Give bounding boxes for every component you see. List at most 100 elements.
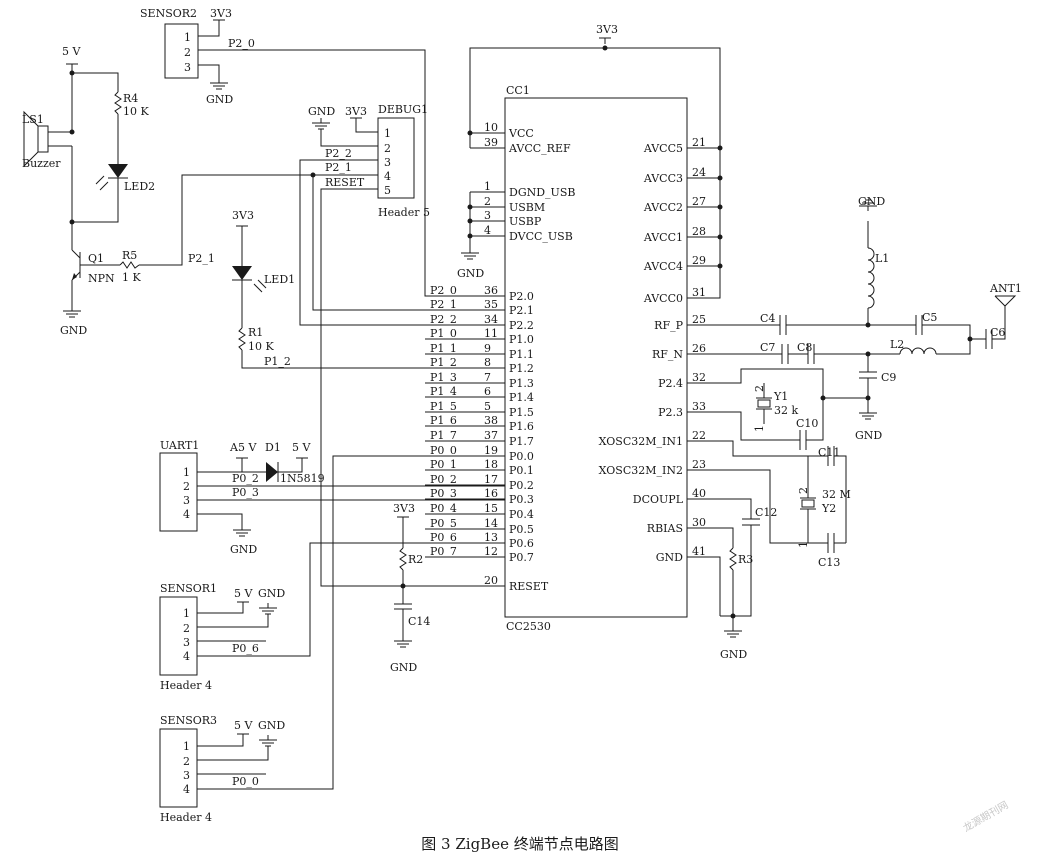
sensor3-ref: SENSOR3 bbox=[160, 714, 217, 727]
r1-val: 10 K bbox=[248, 340, 274, 353]
buzzer-circuit: 5 V R4 10 K LED2 LS1 Buzzer Q1 NPN GND bbox=[22, 45, 316, 337]
buzzer-net: P2_1 bbox=[188, 252, 215, 265]
y1-val: 32 k bbox=[774, 404, 798, 417]
chip-pin-name-4: DVCC_USB bbox=[509, 230, 573, 243]
chip-pin-num-14: 14 bbox=[484, 517, 498, 530]
chip-pin-name-23: XOSC32M_IN2 bbox=[599, 464, 683, 477]
chip-pin-num-35: 35 bbox=[484, 298, 498, 311]
chip-pin-num-3: 3 bbox=[484, 209, 491, 222]
chip-pin-num-18: 18 bbox=[484, 458, 498, 471]
chip-pin-name-2: USBM bbox=[509, 201, 545, 214]
c14-ref: C14 bbox=[408, 615, 430, 628]
sensor2-v33: 3V3 bbox=[210, 7, 232, 20]
debug-pin-4: 4 bbox=[384, 170, 391, 183]
debug-v33: 3V3 bbox=[345, 105, 367, 118]
chip-pin-name-12: P0.7 bbox=[509, 551, 534, 564]
chip-gnd: GND bbox=[720, 648, 747, 661]
chip-pin-name-37: P1.7 bbox=[509, 435, 534, 448]
sensor1-pin-1: 1 bbox=[183, 607, 190, 620]
chip-pin-name-17: P0.2 bbox=[509, 479, 534, 492]
l1-inductor bbox=[867, 247, 875, 309]
uart-pin-4: 4 bbox=[183, 508, 190, 521]
sensor2-pin-3: 3 bbox=[184, 61, 191, 74]
chip-pin-name-36: P2.0 bbox=[509, 290, 534, 303]
chip-ref: CC1 bbox=[506, 84, 530, 97]
uart-pin-1: 1 bbox=[183, 466, 190, 479]
chip-pin-num-5: 5 bbox=[484, 400, 491, 413]
chip-pin-num-8: 8 bbox=[484, 356, 491, 369]
chip-net-P1_6: P1_6 bbox=[430, 414, 457, 427]
chip-net-P1_7: P1_7 bbox=[430, 429, 457, 442]
y2-pin-2: 2 bbox=[797, 487, 810, 494]
d1-ref: D1 bbox=[265, 441, 281, 454]
sensor1-5v: 5 V bbox=[234, 587, 253, 600]
gnd-label-usb: GND bbox=[457, 267, 484, 280]
uart-gnd: GND bbox=[230, 543, 257, 556]
r5-resistor bbox=[119, 261, 140, 269]
chip-pin-name-27: AVCC2 bbox=[643, 201, 683, 214]
chip-pin-name-32: P2.4 bbox=[658, 377, 683, 390]
chip-pin-name-30: RBIAS bbox=[647, 522, 683, 535]
d1-diode bbox=[266, 462, 278, 482]
chip-pin-name-11: P1.0 bbox=[509, 333, 534, 346]
sensor3-gnd: GND bbox=[258, 719, 285, 732]
r1-ref: R1 bbox=[248, 326, 263, 339]
r4-val: 10 K bbox=[123, 105, 149, 118]
chip-pin-num-9: 9 bbox=[484, 342, 491, 355]
uart-net-p02: P0_2 bbox=[232, 472, 259, 485]
y2-val: 32 M bbox=[822, 488, 851, 501]
chip-pin-name-38: P1.6 bbox=[509, 420, 534, 433]
sensor1-net: P0_6 bbox=[232, 642, 259, 655]
chip-pin-num-26: 26 bbox=[692, 342, 706, 355]
rf-network: C4 C5 GND L1 C7 C8 L2 C9 bbox=[687, 195, 1022, 442]
debug-pin-5: 5 bbox=[384, 184, 391, 197]
sensor2-pin-1: 1 bbox=[184, 31, 191, 44]
chip-pin-num-10: 10 bbox=[484, 121, 498, 134]
chip-pin-name-29: AVCC4 bbox=[643, 260, 683, 273]
ls1-body bbox=[37, 125, 49, 153]
bias-decoupling: C12 R3 GND bbox=[687, 498, 777, 661]
led2-diode bbox=[108, 164, 128, 178]
chip-net-P0_4: P0_4 bbox=[430, 502, 457, 515]
chip-net-P0_7: P0_7 bbox=[430, 545, 457, 558]
debug-pin-3: 3 bbox=[384, 156, 391, 169]
r4-ref: R4 bbox=[123, 92, 138, 105]
chip-pin-num-25: 25 bbox=[692, 313, 706, 326]
chip-net-P1_5: P1_5 bbox=[430, 400, 457, 413]
chip-part: CC2530 bbox=[506, 620, 551, 633]
chip-pin-name-25: RF_P bbox=[654, 319, 683, 332]
c7-ref: C7 bbox=[760, 341, 775, 354]
c12-ref: C12 bbox=[755, 506, 777, 519]
c4-ref: C4 bbox=[760, 312, 775, 325]
y1-pin-2: 2 bbox=[753, 385, 766, 392]
chip-pin-name-24: AVCC3 bbox=[643, 172, 683, 185]
sensor1-type: Header 4 bbox=[160, 679, 212, 692]
chip-pin-name-20: RESET bbox=[509, 580, 549, 593]
chip-net-P1_0: P1_0 bbox=[430, 327, 457, 340]
chip-pin-name-8: P1.2 bbox=[509, 362, 534, 375]
d1-5v: 5 V bbox=[292, 441, 311, 454]
debug-type: Header 5 bbox=[378, 206, 430, 219]
chip-pin-num-40: 40 bbox=[692, 487, 706, 500]
chip-pin-num-28: 28 bbox=[692, 225, 706, 238]
q1-type: NPN bbox=[88, 272, 115, 285]
chip-pin-num-38: 38 bbox=[484, 414, 498, 427]
chip-pin-num-34: 34 bbox=[484, 313, 498, 326]
chip-pin-num-17: 17 bbox=[484, 473, 498, 486]
debug-net-reset: RESET bbox=[325, 176, 365, 189]
sensor1-gnd: GND bbox=[258, 587, 285, 600]
chip-pin-name-5: P1.5 bbox=[509, 406, 534, 419]
ls1-ref: LS1 bbox=[22, 113, 44, 126]
chip-pin-num-27: 27 bbox=[692, 195, 706, 208]
sensor3-5v: 5 V bbox=[234, 719, 253, 732]
sensor1-pin-2: 2 bbox=[183, 622, 190, 635]
chip-net-P1_4: P1_4 bbox=[430, 385, 457, 398]
chip-pin-num-20: 20 bbox=[484, 574, 498, 587]
uart-ref: UART1 bbox=[160, 439, 199, 452]
c11-ref: C11 bbox=[818, 446, 840, 459]
xtal-32k: 2 1 Y1 32 k C10 bbox=[687, 368, 868, 450]
debug-gnd: GND bbox=[308, 105, 335, 118]
q1-ref: Q1 bbox=[88, 252, 104, 265]
